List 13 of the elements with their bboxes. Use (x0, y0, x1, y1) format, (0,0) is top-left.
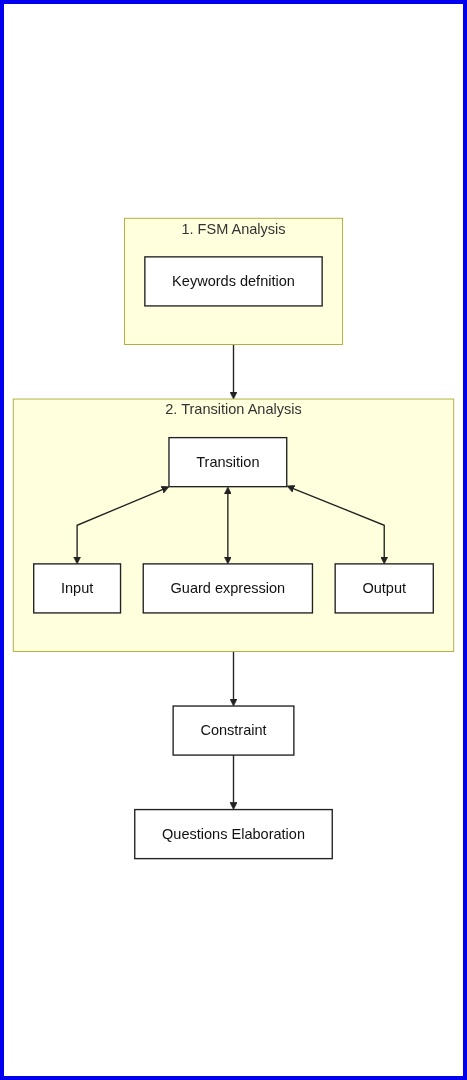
node-box: Transition (168, 436, 288, 487)
node-box: Keywords defnition (144, 255, 323, 307)
node-box: Output (334, 562, 434, 614)
arrow (229, 753, 238, 810)
node-box: Input (33, 562, 122, 614)
arrow (229, 343, 238, 399)
arrow (229, 650, 238, 706)
node-box: Questions Elaboration (134, 808, 333, 859)
node-box: Constraint (172, 704, 295, 756)
arrow (286, 484, 389, 564)
arrow (73, 485, 170, 564)
arrow (223, 486, 232, 564)
node-box: Guard expression (142, 562, 314, 614)
